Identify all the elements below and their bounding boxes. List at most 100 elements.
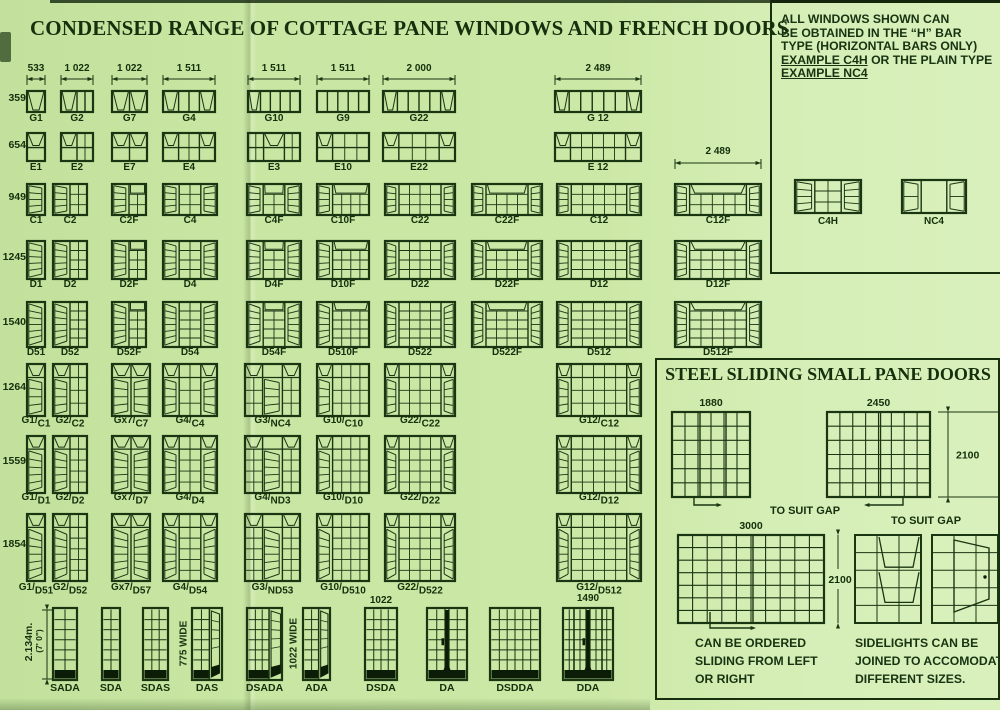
fold-shadow (0, 698, 650, 710)
svg-text:2 489: 2 489 (585, 63, 610, 74)
svg-text:G9: G9 (336, 113, 350, 124)
window-C2: C2 (51, 182, 89, 226)
svg-text:ADA: ADA (305, 682, 328, 694)
svg-text:G4: G4 (182, 113, 196, 124)
svg-text:E2: E2 (71, 162, 84, 173)
svg-text:G22/D22: G22/D22 (400, 492, 440, 507)
svg-text:SADA: SADA (50, 682, 80, 694)
svg-text:C12F: C12F (706, 215, 730, 226)
svg-text:G10/C10: G10/C10 (323, 415, 363, 430)
page-title: CONDENSED RANGE OF COTTAGE PANE WINDOWS … (30, 16, 789, 40)
steel-sliding-title: STEEL SLIDING SMALL PANE DOORS (665, 364, 991, 384)
window-G4ND3: G4/ND3 (243, 434, 302, 507)
steel-sliding-box (655, 358, 1000, 700)
svg-text:1022: 1022 (370, 595, 393, 606)
window-D52: D52 (51, 300, 89, 358)
note-line-2: BE OBTAINED IN THE “H” BAR (781, 25, 962, 40)
window-G12D512: G12/D512 (555, 512, 643, 597)
window-C10F: C10F (315, 182, 371, 226)
svg-text:D522F: D522F (492, 347, 522, 358)
svg-text:1 022: 1 022 (64, 63, 89, 74)
door-DAS: DAS (190, 606, 224, 694)
svg-text:G3/NC4: G3/NC4 (254, 415, 291, 430)
window-C4F: C4F (245, 182, 303, 226)
window-G10: G10 (246, 89, 302, 124)
svg-text:C22F: C22F (495, 215, 519, 226)
window-G4: G4 (161, 89, 217, 124)
svg-text:1 511: 1 511 (177, 63, 202, 74)
window-G10D510: G10/D510 (315, 512, 371, 597)
window-G10C10: G10/C10 (315, 362, 371, 430)
window-G3NC4: G3/NC4 (243, 362, 302, 430)
svg-text:DSADA: DSADA (246, 682, 284, 694)
svg-text:G2/C2: G2/C2 (56, 415, 85, 430)
svg-text:DAS: DAS (196, 682, 218, 694)
svg-text:C4: C4 (184, 215, 197, 226)
svg-text:1880: 1880 (699, 397, 723, 409)
svg-text:D12: D12 (590, 279, 609, 290)
window-G1: G1 (25, 89, 47, 124)
svg-text:G1/C1: G1/C1 (22, 415, 51, 430)
window-G10D10: G10/D10 (315, 434, 371, 507)
scan-edge (50, 0, 1000, 3)
window-D522F: D522F (470, 300, 544, 358)
window-Gx7D57: Gx7/D57 (110, 512, 151, 597)
svg-text:D522: D522 (408, 347, 432, 358)
window-G22: G22 (381, 89, 457, 124)
svg-text:533: 533 (28, 63, 45, 74)
window-G12: G 12 (553, 89, 643, 124)
svg-text:D52F: D52F (117, 347, 141, 358)
window-D522: D522 (383, 300, 457, 358)
window-G3ND53: G3/ND53 (243, 512, 302, 597)
note-line-4: EXAMPLE C4H OR THE PLAIN TYPE (781, 52, 993, 67)
svg-text:Gx7/C7: Gx7/C7 (114, 415, 149, 430)
svg-text:G2/D52: G2/D52 (53, 582, 88, 597)
window-D12: D12 (555, 239, 643, 290)
svg-text:E10: E10 (334, 162, 352, 173)
svg-text:D51: D51 (27, 347, 46, 358)
svg-text:Gx7/D57: Gx7/D57 (111, 582, 151, 597)
svg-text:3000: 3000 (739, 520, 763, 532)
window-G22C22: G22/C22 (383, 362, 457, 430)
svg-text:DA: DA (439, 682, 455, 694)
window-D54: D54 (161, 300, 219, 358)
svg-text:G10: G10 (265, 113, 284, 124)
svg-text:C2: C2 (64, 215, 77, 226)
window-E1: E1 (25, 131, 47, 173)
svg-text:G2: G2 (70, 113, 84, 124)
svg-text:D12F: D12F (706, 279, 730, 290)
steel-caption-right: SIDELIGHTS CAN BE JOINED TO ACCOMODATE D… (855, 636, 1000, 686)
svg-text:G7: G7 (123, 113, 137, 124)
svg-text:TO SUIT GAP: TO SUIT GAP (770, 505, 840, 517)
svg-text:G12/D512: G12/D512 (576, 582, 622, 597)
window-Gx7D7: Gx7/D7 (110, 434, 152, 507)
window-E22: E22 (381, 131, 457, 173)
window-G7: G7 (110, 89, 149, 124)
window-D512: D512 (555, 300, 643, 358)
svg-text:E 12: E 12 (588, 162, 609, 173)
window-G2D52: G2/D52 (51, 512, 89, 597)
window-D54F: D54F (245, 300, 303, 358)
svg-text:G2/D2: G2/D2 (56, 492, 85, 507)
svg-text:949: 949 (8, 191, 26, 203)
window-C12: C12 (555, 182, 643, 226)
svg-text:E22: E22 (410, 162, 428, 173)
svg-text:C4H: C4H (818, 216, 838, 227)
window-G4D4: G4/D4 (161, 434, 219, 507)
svg-text:G22/D522: G22/D522 (397, 582, 443, 597)
window-G22D22: G22/D22 (383, 434, 457, 507)
svg-text:C4F: C4F (265, 215, 284, 226)
window-G2C2: G2/C2 (51, 362, 89, 430)
svg-text:D2F: D2F (120, 279, 139, 290)
svg-text:G10/D10: G10/D10 (323, 492, 363, 507)
svg-text:G12/D12: G12/D12 (579, 492, 619, 507)
svg-text:1 022: 1 022 (117, 63, 142, 74)
svg-text:D54F: D54F (262, 347, 286, 358)
svg-text:D1: D1 (30, 279, 43, 290)
door-SDAS: SDAS (141, 606, 170, 694)
svg-text:TO SUIT GAP: TO SUIT GAP (891, 515, 961, 527)
window-G12D12: G12/D12 (555, 434, 643, 507)
window-C12F: C12F (673, 182, 763, 226)
window-G1D51: G1/D51 (19, 512, 54, 597)
